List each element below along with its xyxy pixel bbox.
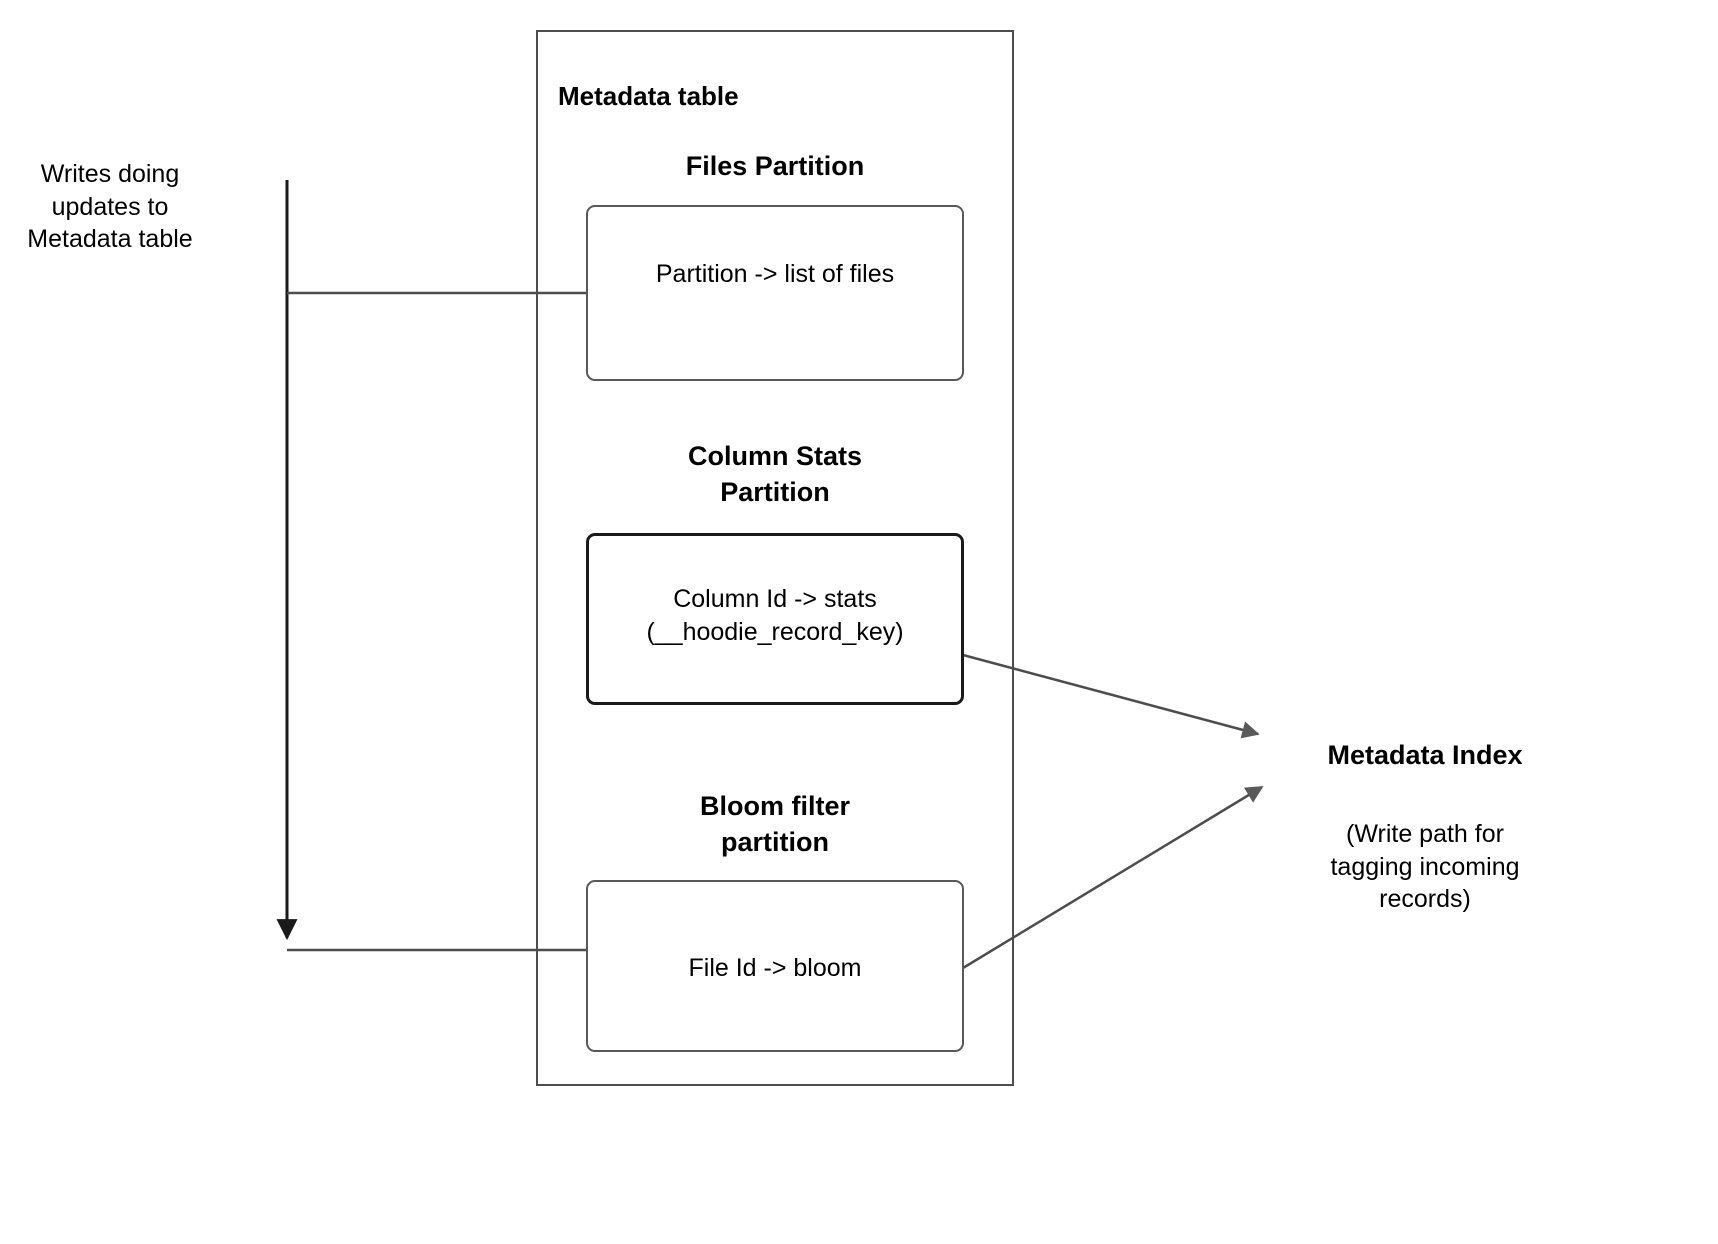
writes-note-label: Writes doing updates to Metadata table	[27, 160, 193, 253]
metadata-index-caption: (Write path for tagging incoming records…	[1330, 820, 1520, 913]
column-stats-partition-box-label: Column Id -> stats (__hoodie_record_key)	[646, 585, 904, 646]
metadata-index-title: Metadata Index	[1327, 740, 1523, 770]
column-stats-partition-box	[586, 533, 964, 705]
files-partition-box-label: Partition -> list of files	[655, 260, 895, 288]
metadata-table-container	[536, 30, 1014, 1086]
bloom-filter-partition-heading: Bloom filter partition	[699, 791, 850, 858]
files-partition-heading: Files Partition	[685, 151, 865, 181]
column-stats-partition-heading: Column Stats Partition	[687, 441, 862, 508]
metadata-table-title: Metadata table	[558, 81, 739, 111]
bloom-filter-partition-box-label: File Id -> bloom	[688, 954, 862, 982]
bloom-filter-partition-box	[586, 880, 964, 1052]
files-partition-box	[586, 205, 964, 381]
